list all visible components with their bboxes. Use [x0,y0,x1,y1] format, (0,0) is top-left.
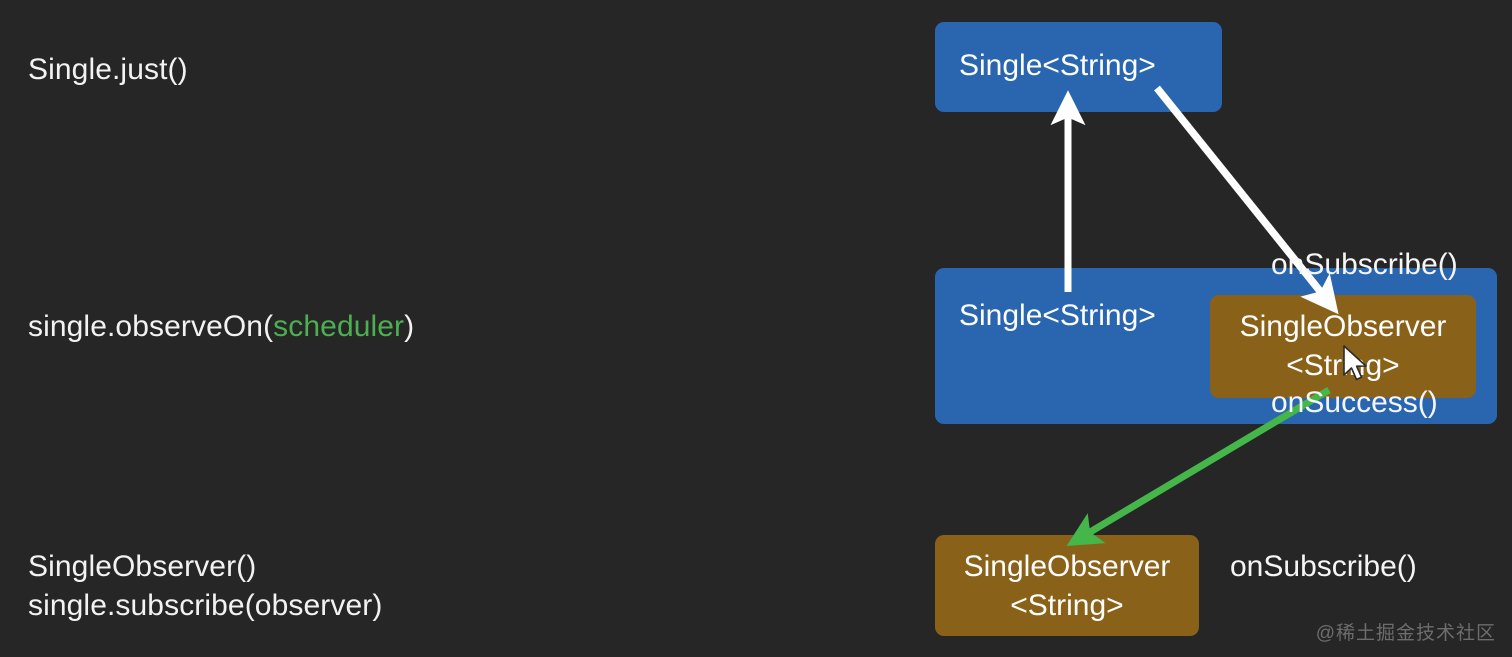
callout-top-line-1: onSubscribe() [1271,248,1458,281]
code-text-subscribe-line-1: SingleObserver() [28,550,257,583]
box-label-single-observer-inner-line-2: <String> [1286,349,1400,382]
code-text-single-just: Single.just() [28,53,188,86]
callout-bottom-callbacks: onSubscribe() onSuccess() [1230,452,1417,657]
box-label-single-observer-inner: SingleObserver <String> [1210,307,1476,385]
box-label-single-observer-inner-line-1: SingleObserver [1239,310,1447,343]
code-text-observe-on-arg: scheduler [273,310,405,343]
callout-bottom-line-1: onSubscribe() [1230,550,1417,583]
box-single-observer-bottom: SingleObserver <String> [935,535,1199,636]
code-label-single-just: Single.just() [28,50,188,89]
code-text-subscribe-line-2: single.subscribe(observer) [28,589,383,622]
box-label-single-observer-bottom-line-1: SingleObserver [963,550,1171,583]
callout-top-callbacks: onSubscribe() onSuccess() [1271,150,1458,518]
box-single-observer-inner: SingleObserver <String> [1210,295,1476,398]
box-label-single-string-source: Single<String> [959,49,1156,82]
callout-top-line-2: onSuccess() [1271,386,1438,419]
watermark: @稀土掘金技术社区 [1315,623,1496,644]
box-single-string-source: Single<String> [935,22,1222,112]
code-label-subscribe: SingleObserver() single.subscribe(observe… [28,547,382,625]
code-label-observe-on: single.observeOn(scheduler) [28,307,414,346]
code-text-observe-on-suffix: ) [404,310,415,343]
box-label-single-observer-bottom: SingleObserver <String> [935,547,1199,625]
box-label-single-observer-bottom-line-2: <String> [1010,589,1124,622]
box-label-single-string-observeon: Single<String> [959,299,1156,332]
code-text-observe-on-prefix: single.observeOn( [28,310,274,343]
